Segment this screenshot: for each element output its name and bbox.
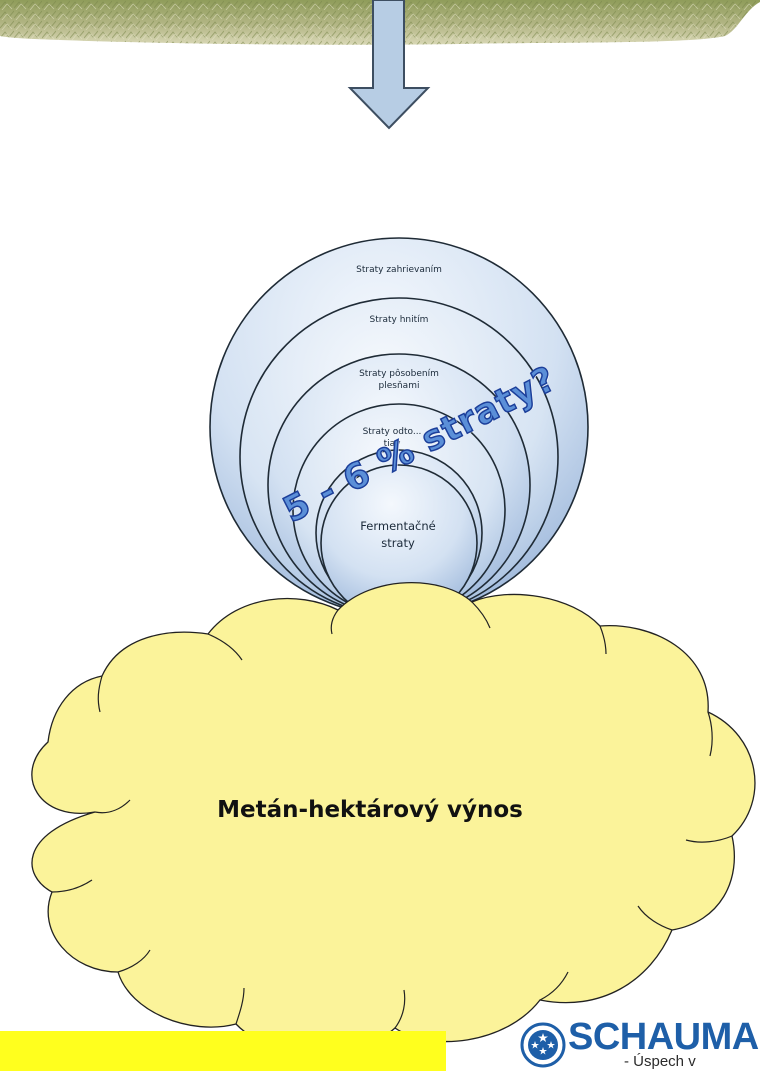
logo-emblem-icon xyxy=(520,1022,566,1068)
company-logo: SCHAUMA - Úspech v xyxy=(520,1020,760,1071)
footer-yellow-bar xyxy=(0,1031,446,1071)
logo-slogan: - Úspech v xyxy=(624,1053,696,1070)
result-label: Metán-hektárový výnos xyxy=(217,797,523,823)
